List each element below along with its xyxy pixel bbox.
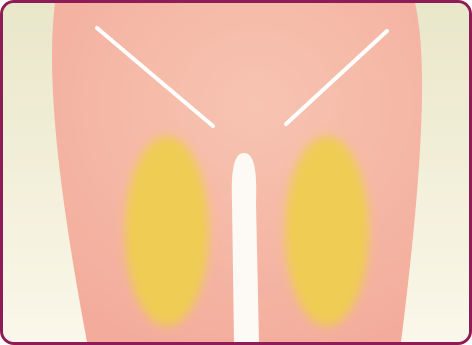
right-zone [285, 136, 369, 326]
illustration-canvas [3, 3, 469, 342]
left-zone [125, 136, 209, 326]
center-gap [232, 153, 259, 342]
